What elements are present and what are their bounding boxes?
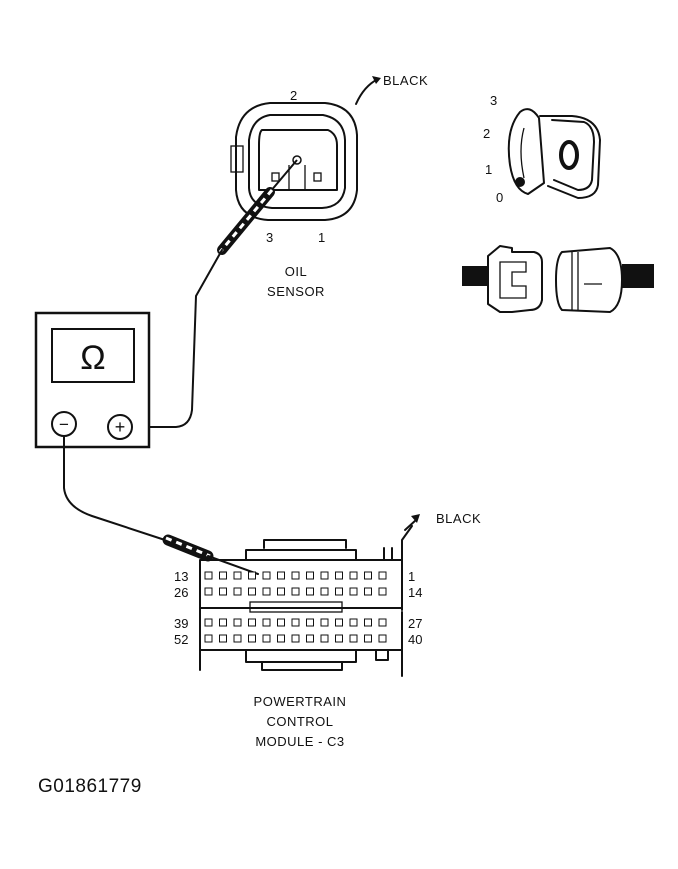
- disconnected-connector-icon: [462, 245, 654, 313]
- pcm-pin-13: 13: [174, 569, 188, 584]
- oil-sensor-pin-1: 1: [318, 230, 325, 245]
- pcm-pin-39: 39: [174, 616, 188, 631]
- oil-sensor-pin-2: 2: [290, 88, 297, 103]
- pcm-pin-cavity: [306, 618, 314, 627]
- pcm-pin-cavity: [335, 618, 343, 627]
- pcm-pin-cavity: [364, 618, 372, 627]
- pcm-pin-cavity: [349, 571, 358, 580]
- pcm-pin-cavity: [248, 634, 256, 643]
- pcm-pin-cavity: [204, 634, 213, 643]
- ohm-symbol: Ω: [80, 339, 105, 377]
- pcm-pin-cavity: [277, 634, 285, 643]
- oil-sensor-connector-color: BLACK: [383, 73, 428, 88]
- pcm-pin-cavity: [349, 587, 358, 596]
- pcm-pin-cavity: [306, 587, 314, 596]
- pcm-pin-cavity: [204, 571, 213, 580]
- pcm-pin-cavity: [349, 634, 358, 643]
- pcm-label-line3: MODULE - C3: [255, 734, 344, 749]
- pcm-pin-1: 1: [408, 569, 415, 584]
- pcm-pin-cavity: [378, 618, 387, 627]
- positive-terminal-icon: +: [115, 417, 126, 437]
- key-position-3: 3: [490, 93, 497, 108]
- pcm-pin-cavity: [335, 634, 343, 643]
- pcm-pin-cavity: [378, 571, 387, 580]
- key-position-0: 0: [496, 190, 503, 205]
- pcm-pin-cavity: [248, 618, 256, 627]
- negative-terminal-icon: −: [59, 415, 69, 434]
- key-position-1: 1: [485, 162, 492, 177]
- pcm-label-line1: POWERTRAIN: [254, 694, 347, 709]
- pcm-pin-cavity: [378, 587, 387, 596]
- pcm-pin-cavity: [335, 571, 343, 580]
- pcm-pin-40: 40: [408, 632, 422, 647]
- pcm-connector: [199, 514, 420, 677]
- positive-test-lead: [129, 159, 298, 428]
- pcm-pin-cavity: [349, 618, 358, 627]
- pcm-pin-cavity: [277, 571, 285, 580]
- pcm-pin-cavity: [277, 587, 285, 596]
- pcm-pin-cavity: [335, 587, 343, 596]
- pcm-pin-cavity: [291, 587, 300, 596]
- pcm-pin-cavity: [378, 634, 387, 643]
- pcm-pin-cavity: [204, 618, 213, 627]
- pcm-pin-cavity: [364, 571, 372, 580]
- pcm-pin-cavity: [219, 618, 227, 627]
- pcm-pin-cavity: [248, 571, 256, 580]
- pcm-pin-14: 14: [408, 585, 422, 600]
- figure-id: G01861779: [38, 776, 142, 797]
- pcm-pin-cavity: [262, 587, 271, 596]
- oil-sensor-label-line2: SENSOR: [267, 284, 325, 299]
- pcm-pin-cavity: [219, 587, 227, 596]
- pcm-pin-cavity: [320, 618, 329, 627]
- ohmmeter: [34, 311, 151, 449]
- key-position-2: 2: [483, 126, 490, 141]
- pcm-pin-cavity: [364, 634, 372, 643]
- oil-sensor-label-line1: OIL: [285, 264, 307, 279]
- oil-sensor-pin-3: 3: [266, 230, 273, 245]
- pcm-pin-cavity: [277, 618, 285, 627]
- oil-sensor-connector: [230, 76, 381, 221]
- pcm-label-line2: CONTROL: [266, 714, 333, 729]
- pcm-pin-cavity: [320, 571, 329, 580]
- pcm-pin-cavity: [320, 634, 329, 643]
- pcm-pin-cavity: [248, 587, 256, 596]
- pcm-pin-cavity: [364, 587, 372, 596]
- pcm-pin-cavity: [233, 634, 242, 643]
- pcm-pin-cavity: [291, 618, 300, 627]
- pcm-pin-cavity: [233, 618, 242, 627]
- pcm-pin-cavity: [219, 571, 227, 580]
- pcm-pin-cavity: [219, 634, 227, 643]
- pcm-pin-cavity: [306, 571, 314, 580]
- pcm-pin-cavity: [262, 618, 271, 627]
- pcm-pin-cavity: [262, 634, 271, 643]
- pcm-pin-cavity: [262, 571, 271, 580]
- pcm-pin-cavity: [291, 571, 300, 580]
- pcm-pin-cavity: [204, 587, 213, 596]
- pcm-pin-cavity: [306, 634, 314, 643]
- pcm-pin-cavity: [233, 587, 242, 596]
- ignition-key-icon: [507, 108, 601, 199]
- pcm-pin-52: 52: [174, 632, 188, 647]
- pcm-connector-color: BLACK: [436, 511, 481, 526]
- pcm-pin-26: 26: [174, 585, 188, 600]
- negative-test-lead: [63, 435, 259, 575]
- pcm-pin-cavity: [291, 634, 300, 643]
- pcm-pin-27: 27: [408, 616, 422, 631]
- pcm-pin-cavity: [320, 587, 329, 596]
- pcm-pin-cavity: [233, 571, 242, 580]
